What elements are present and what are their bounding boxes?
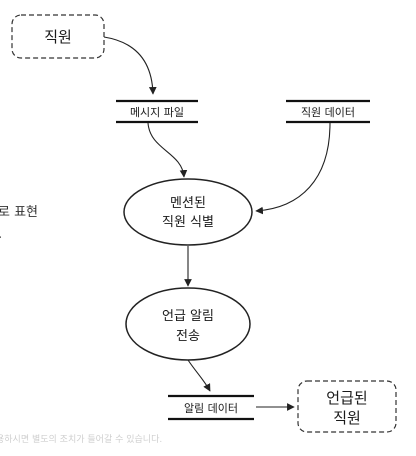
employee-data-label: 직원 데이터 (301, 106, 355, 119)
message-file-label: 메시지 파일 (130, 105, 184, 119)
external-entity-sink: 언급된 직원 (297, 380, 397, 433)
flow-message-file-to-identify (147, 122, 188, 178)
process-identify-mentioned: 멘션된 직원 식별 (123, 178, 253, 246)
flow-send-to-notification-data (187, 359, 211, 392)
sink-label-line1: 언급된 (326, 389, 367, 407)
data-store-notification-data: 알림 데이터 (168, 394, 254, 421)
identify-label-line1: 멘션된 (170, 196, 206, 211)
flow-source-to-message-file (103, 36, 157, 95)
identify-label-line2: 직원 식별 (162, 215, 214, 230)
send-label-line2: 전송 (176, 329, 200, 344)
side-text-line2: . (0, 227, 2, 242)
notification-data-label: 알림 데이터 (184, 401, 238, 415)
send-label-line1: 언급 알림 (162, 309, 214, 324)
watermark-text: 용하시면 별도의 조치가 들어갈 수 있습니다. (0, 433, 162, 445)
sink-label-line2: 직원 (333, 409, 361, 427)
flow-employee-data-to-identify (255, 122, 331, 215)
process-send-notification: 언급 알림 전송 (125, 287, 251, 361)
external-entity-source: 직원 (11, 14, 105, 59)
side-text-line1: 로 표현 (0, 205, 38, 220)
data-store-message-file: 메시지 파일 (116, 99, 198, 124)
source-entity-label: 직원 (44, 28, 72, 46)
data-store-employee-data: 직원 데이터 (286, 99, 370, 124)
